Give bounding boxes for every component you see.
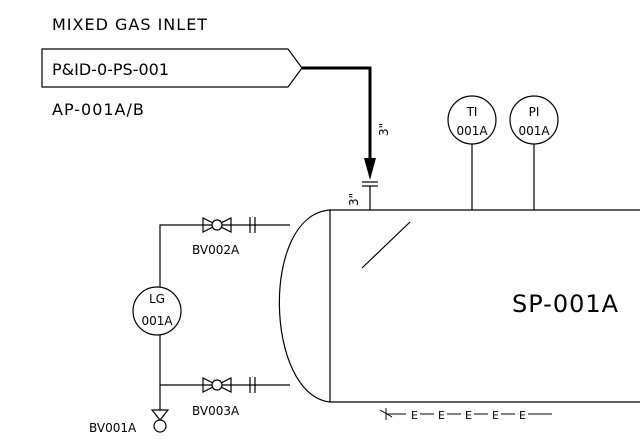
lg-tag: LG bbox=[149, 292, 165, 306]
ball-valve-lower[interactable] bbox=[202, 377, 232, 393]
lg-upper-line bbox=[159, 224, 290, 300]
inlet-pipe bbox=[302, 66, 372, 160]
vessel-head bbox=[278, 209, 331, 403]
pipe-size-label: 3" bbox=[377, 123, 391, 136]
lg-number: 001A bbox=[141, 314, 173, 328]
vessel-tag[interactable]: SP-001A bbox=[512, 290, 619, 318]
ball-valve-upper[interactable] bbox=[202, 217, 232, 233]
inlet-deflector bbox=[361, 221, 411, 269]
heat-tracing-line: E E E E E bbox=[379, 408, 552, 422]
drawing-reference: P&ID-0-PS-001 bbox=[52, 60, 169, 79]
drain-valve-tag: BV001A bbox=[89, 421, 137, 435]
inlet-title: MIXED GAS INLET bbox=[52, 15, 208, 34]
tracing-mark-1: E bbox=[411, 409, 418, 422]
off-page-connector[interactable] bbox=[41, 48, 303, 88]
pi-tag: PI bbox=[529, 105, 540, 119]
inlet-source: AP-001A/B bbox=[52, 100, 145, 119]
upper-valve-tag: BV002A bbox=[192, 243, 240, 257]
lg-lower-line bbox=[159, 322, 290, 386]
flow-arrow bbox=[364, 158, 376, 180]
ti-tag: TI bbox=[466, 105, 478, 119]
pi-number: 001A bbox=[518, 124, 550, 138]
nozzle-size-label: 3" bbox=[347, 193, 361, 206]
tracing-mark-2: E bbox=[438, 409, 445, 422]
lg-instrument-bubble[interactable] bbox=[132, 286, 182, 336]
ti-number: 001A bbox=[456, 124, 488, 138]
tracing-mark-5: E bbox=[519, 409, 526, 422]
tracing-mark-3: E bbox=[465, 409, 472, 422]
drain-valve[interactable] bbox=[150, 409, 170, 433]
lower-valve-tag: BV003A bbox=[192, 404, 240, 418]
tracing-mark-4: E bbox=[492, 409, 499, 422]
